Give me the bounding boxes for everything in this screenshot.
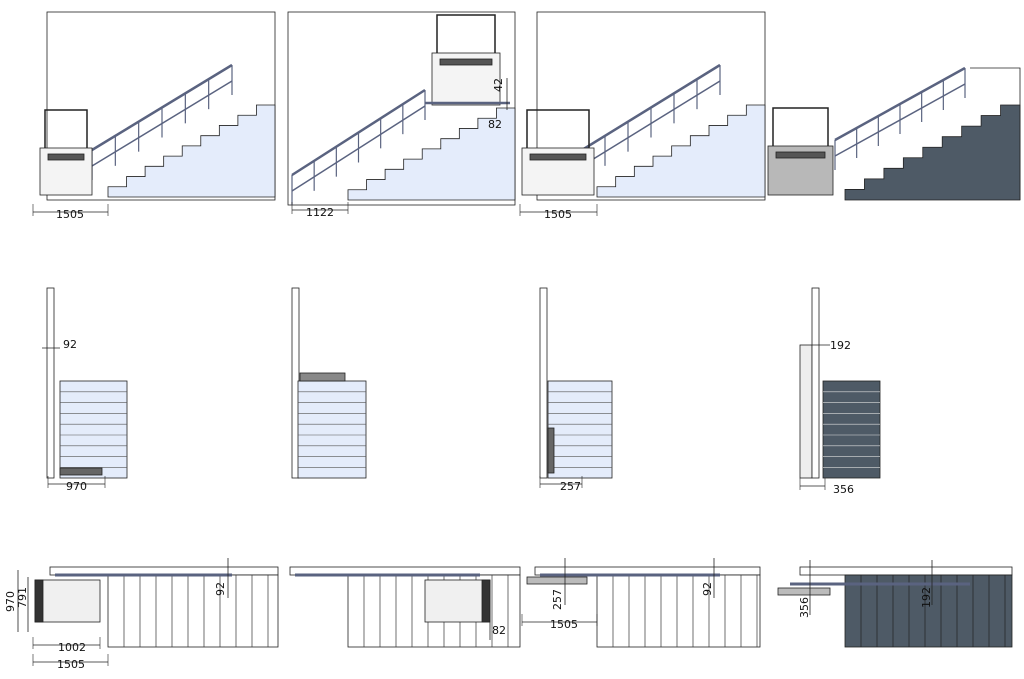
side-view-1-wall	[46, 287, 55, 479]
side-view-1-seat	[59, 467, 103, 476]
side-view-1-steps	[59, 380, 128, 479]
dim-r2v1-width: 970	[66, 480, 87, 493]
side-view-2-steps	[297, 380, 367, 479]
drawing-shapes	[17, 11, 1021, 666]
plan-view-4-chair	[777, 587, 831, 596]
chair-view-1-armrest	[44, 109, 88, 150]
chair-view-2-armrest	[436, 14, 496, 55]
plan-view-2-chair	[424, 579, 491, 623]
side-view-3-steps	[547, 380, 613, 479]
dim-r3v4-rail: 192	[920, 587, 933, 608]
dim-r2v4-depth: 192	[830, 339, 851, 352]
dim-r1v2-width: 1122	[306, 206, 334, 219]
dim-r3v1-chair-height: 791	[16, 587, 29, 608]
plan-view-3-chair	[526, 576, 588, 585]
dim-r3v1-total-width: 1505	[57, 658, 85, 671]
side-view-4-steps	[822, 380, 881, 479]
side-view-2-seat	[299, 372, 346, 382]
dim-r2v3-width: 257	[560, 480, 581, 493]
dim-r3v1-rail: 92	[214, 582, 227, 596]
side-view-4-wall	[811, 287, 820, 479]
dim-r1v1-width: 1505	[56, 208, 84, 221]
side-view-4-chair	[799, 344, 813, 479]
chair-view-3-armrest	[526, 109, 590, 150]
plan-view-4-fence	[844, 574, 1013, 648]
dim-r1v3-width: 1505	[544, 208, 572, 221]
stairs-view-3	[596, 104, 766, 198]
dim-r2v4-width: 356	[833, 483, 854, 496]
side-view-3-folded-seat	[547, 427, 555, 474]
plan-view-2-chair-side	[481, 579, 491, 623]
dim-r3v3-rail: 92	[701, 582, 714, 596]
dim-r3v3-width: 1505	[550, 618, 578, 631]
dim-r3v1-chair-width: 1002	[58, 641, 86, 654]
dim-r3v1-total-height: 970	[4, 591, 17, 612]
plan-view-3-fence	[596, 574, 761, 648]
stairs-view-4	[844, 104, 1021, 201]
chair-view-4-seat	[775, 151, 826, 159]
plan-view-1-chair-side	[34, 579, 44, 623]
chair-view-3-seat	[529, 153, 587, 161]
dim-r2v1-depth: 92	[63, 338, 77, 351]
dim-r1v2-height: 42	[492, 78, 505, 92]
plan-view-1-chair	[34, 579, 101, 623]
stairs-view-1	[107, 104, 276, 198]
plan-view-1-fence	[107, 574, 279, 648]
chair-view-1-seat	[47, 153, 85, 161]
plan-view-4-slab	[799, 566, 1013, 576]
dim-r3v4-depth: 356	[798, 597, 811, 618]
dim-r3v2-offset: 82	[492, 624, 506, 637]
side-view-3-wall	[539, 287, 548, 479]
chair-view-2-seat	[439, 58, 493, 66]
dim-r1v2-offset: 82	[488, 118, 502, 131]
chair-view-4-armrest	[772, 107, 829, 148]
dim-r3v3-depth: 257	[551, 589, 564, 610]
dimension-labels: 1505 1122 42 82 1505 92 970 257 192 356 …	[4, 78, 933, 671]
stairs-view-2	[347, 107, 516, 201]
